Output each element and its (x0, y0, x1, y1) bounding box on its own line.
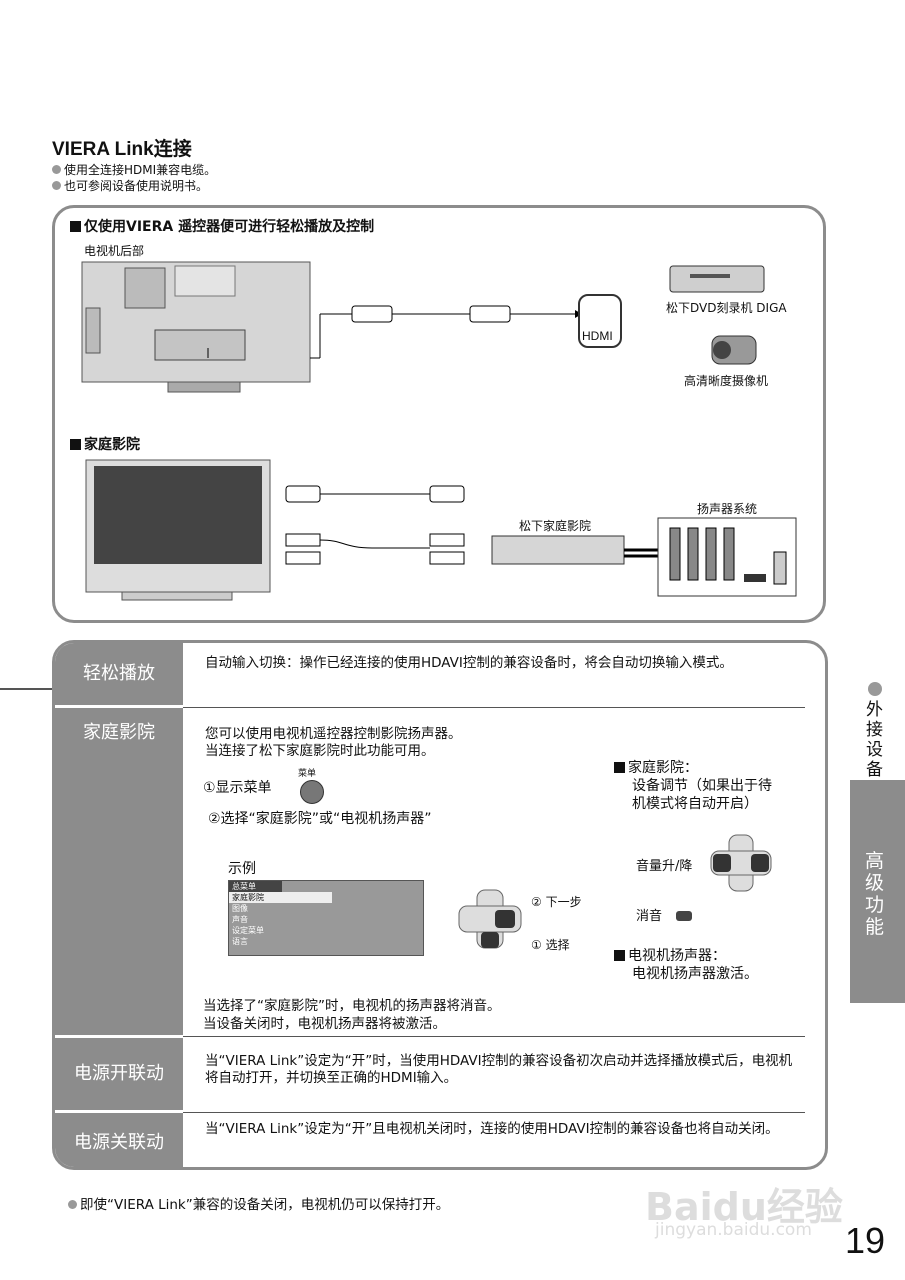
remote-dpad-icon (458, 889, 522, 949)
step-show-menu: ①显示菜单 (203, 780, 272, 796)
side-bullet-icon (868, 682, 882, 696)
bullet-icon (52, 181, 61, 190)
square-bullet-icon (614, 762, 625, 773)
right-text-1a: 设备调节（如果出于待 (632, 778, 772, 794)
square-bullet-icon (614, 950, 625, 961)
speaker-label: 扬声器系统 (697, 502, 758, 516)
tv-rear-label: 电视机后部 (84, 244, 145, 258)
menu-button-icon (300, 780, 324, 804)
bullet-icon (68, 1200, 77, 1209)
camcorder-icon (711, 335, 757, 365)
right-title-home-theater: 家庭影院： (614, 757, 698, 777)
next-step-label: ② 下一步 (531, 895, 582, 909)
connection-diagram-panel (52, 205, 826, 623)
right-title-tv-speaker: 电视机扬声器： (614, 945, 726, 965)
bullet-icon (52, 165, 61, 174)
note-item: 使用全连接HDMI兼容电缆。 (52, 162, 216, 178)
home-theater-intro-1: 您可以使用电视机遥控器控制影院扬声器。 (205, 726, 462, 742)
side-tab-label: 高级功能 (865, 850, 885, 938)
row-label-home-theater: 家庭影院 (55, 708, 183, 1035)
square-bullet-icon (70, 221, 81, 232)
bottom-note: 即使“VIERA Link”兼容的设备关闭，电视机仍可以保持打开。 (68, 1193, 449, 1213)
hdmi-port-icon (578, 294, 622, 348)
note-item: 也可参阅设备使用说明书。 (52, 178, 208, 194)
step-select: ②选择“家庭影院”或“电视机扬声器” (208, 811, 432, 827)
dvd-recorder-icon (669, 265, 765, 293)
mute-label: 消音 (636, 909, 663, 924)
power-off-text: 当“VIERA Link”设定为“开”且电视机关闭时，连接的使用HDAVI控制的… (205, 1121, 779, 1137)
power-on-text: 当“VIERA Link”设定为“开”时，当使用HDAVI控制的兼容设备初次启动… (205, 1053, 793, 1086)
row-divider (183, 1036, 805, 1037)
volume-dpad-icon (710, 834, 772, 892)
left-edge-line (0, 688, 52, 690)
row-divider (183, 707, 805, 708)
home-theater-label: 松下家庭影院 (519, 519, 592, 533)
camera-label: 高清晰度摄像机 (684, 374, 769, 388)
menu-item-picture: 图像 (232, 904, 248, 913)
menu-item-sound: 声音 (232, 915, 248, 924)
side-section-label: 外接设备 (866, 700, 883, 780)
dvd-label: 松下DVD刻录机 DIGA (666, 301, 787, 315)
page-title: VIERA Link连接 (52, 139, 192, 160)
row-label-power-on: 电源开联动 (55, 1038, 183, 1110)
mute-button-icon (676, 911, 692, 921)
menu-button-label: 菜单 (298, 769, 317, 779)
home-theater-intro-2: 当连接了松下家庭影院时此功能可用。 (205, 743, 435, 759)
row-divider (183, 1112, 805, 1113)
home-theater-footer-2: 当设备关闭时，电视机扬声器将被激活。 (203, 1016, 446, 1032)
section-title-home-theater: 家庭影院 (70, 434, 140, 454)
right-text-2: 电视机扬声器激活。 (632, 966, 758, 982)
menu-example: 总菜单 家庭影院 图像 声音 设定菜单 语言 (228, 880, 424, 956)
menu-item-home-theater: 家庭影院 (229, 892, 332, 903)
section-title-viera: 仅使用VIERA 遥控器便可进行轻松播放及控制 (70, 216, 374, 236)
example-label: 示例 (228, 861, 256, 877)
side-tab (850, 780, 905, 1003)
feature-table: 轻松播放 家庭影院 电源开联动 电源关联动 自动输入切换：操作已经连接的使用HD… (52, 640, 828, 1170)
watermark-brand: Baidu经验 (645, 1185, 843, 1229)
hdmi-label: HDMI (582, 329, 613, 343)
square-bullet-icon (70, 439, 81, 450)
watermark-url: jingyan.baidu.com (655, 1220, 812, 1240)
select-step-label: ① 选择 (531, 938, 570, 952)
home-theater-diagram (85, 459, 797, 601)
page-number: 19 (845, 1220, 886, 1261)
right-text-1b: 机模式将自动开启） (632, 796, 758, 812)
volume-label: 音量升/降 (636, 859, 693, 874)
tv-rear-diagram (81, 261, 582, 393)
menu-item-setup: 设定菜单 (232, 926, 264, 935)
menu-item-main: 总菜单 (229, 881, 282, 892)
row-label-easy-play: 轻松播放 (55, 643, 183, 705)
menu-item-language: 语言 (232, 937, 248, 946)
row-label-power-off: 电源关联动 (55, 1113, 183, 1167)
home-theater-footer-1: 当选择了“家庭影院”时，电视机的扬声器将消音。 (203, 998, 501, 1014)
easy-play-text: 自动输入切换：操作已经连接的使用HDAVI控制的兼容设备时，将会自动切换输入模式… (205, 655, 733, 671)
